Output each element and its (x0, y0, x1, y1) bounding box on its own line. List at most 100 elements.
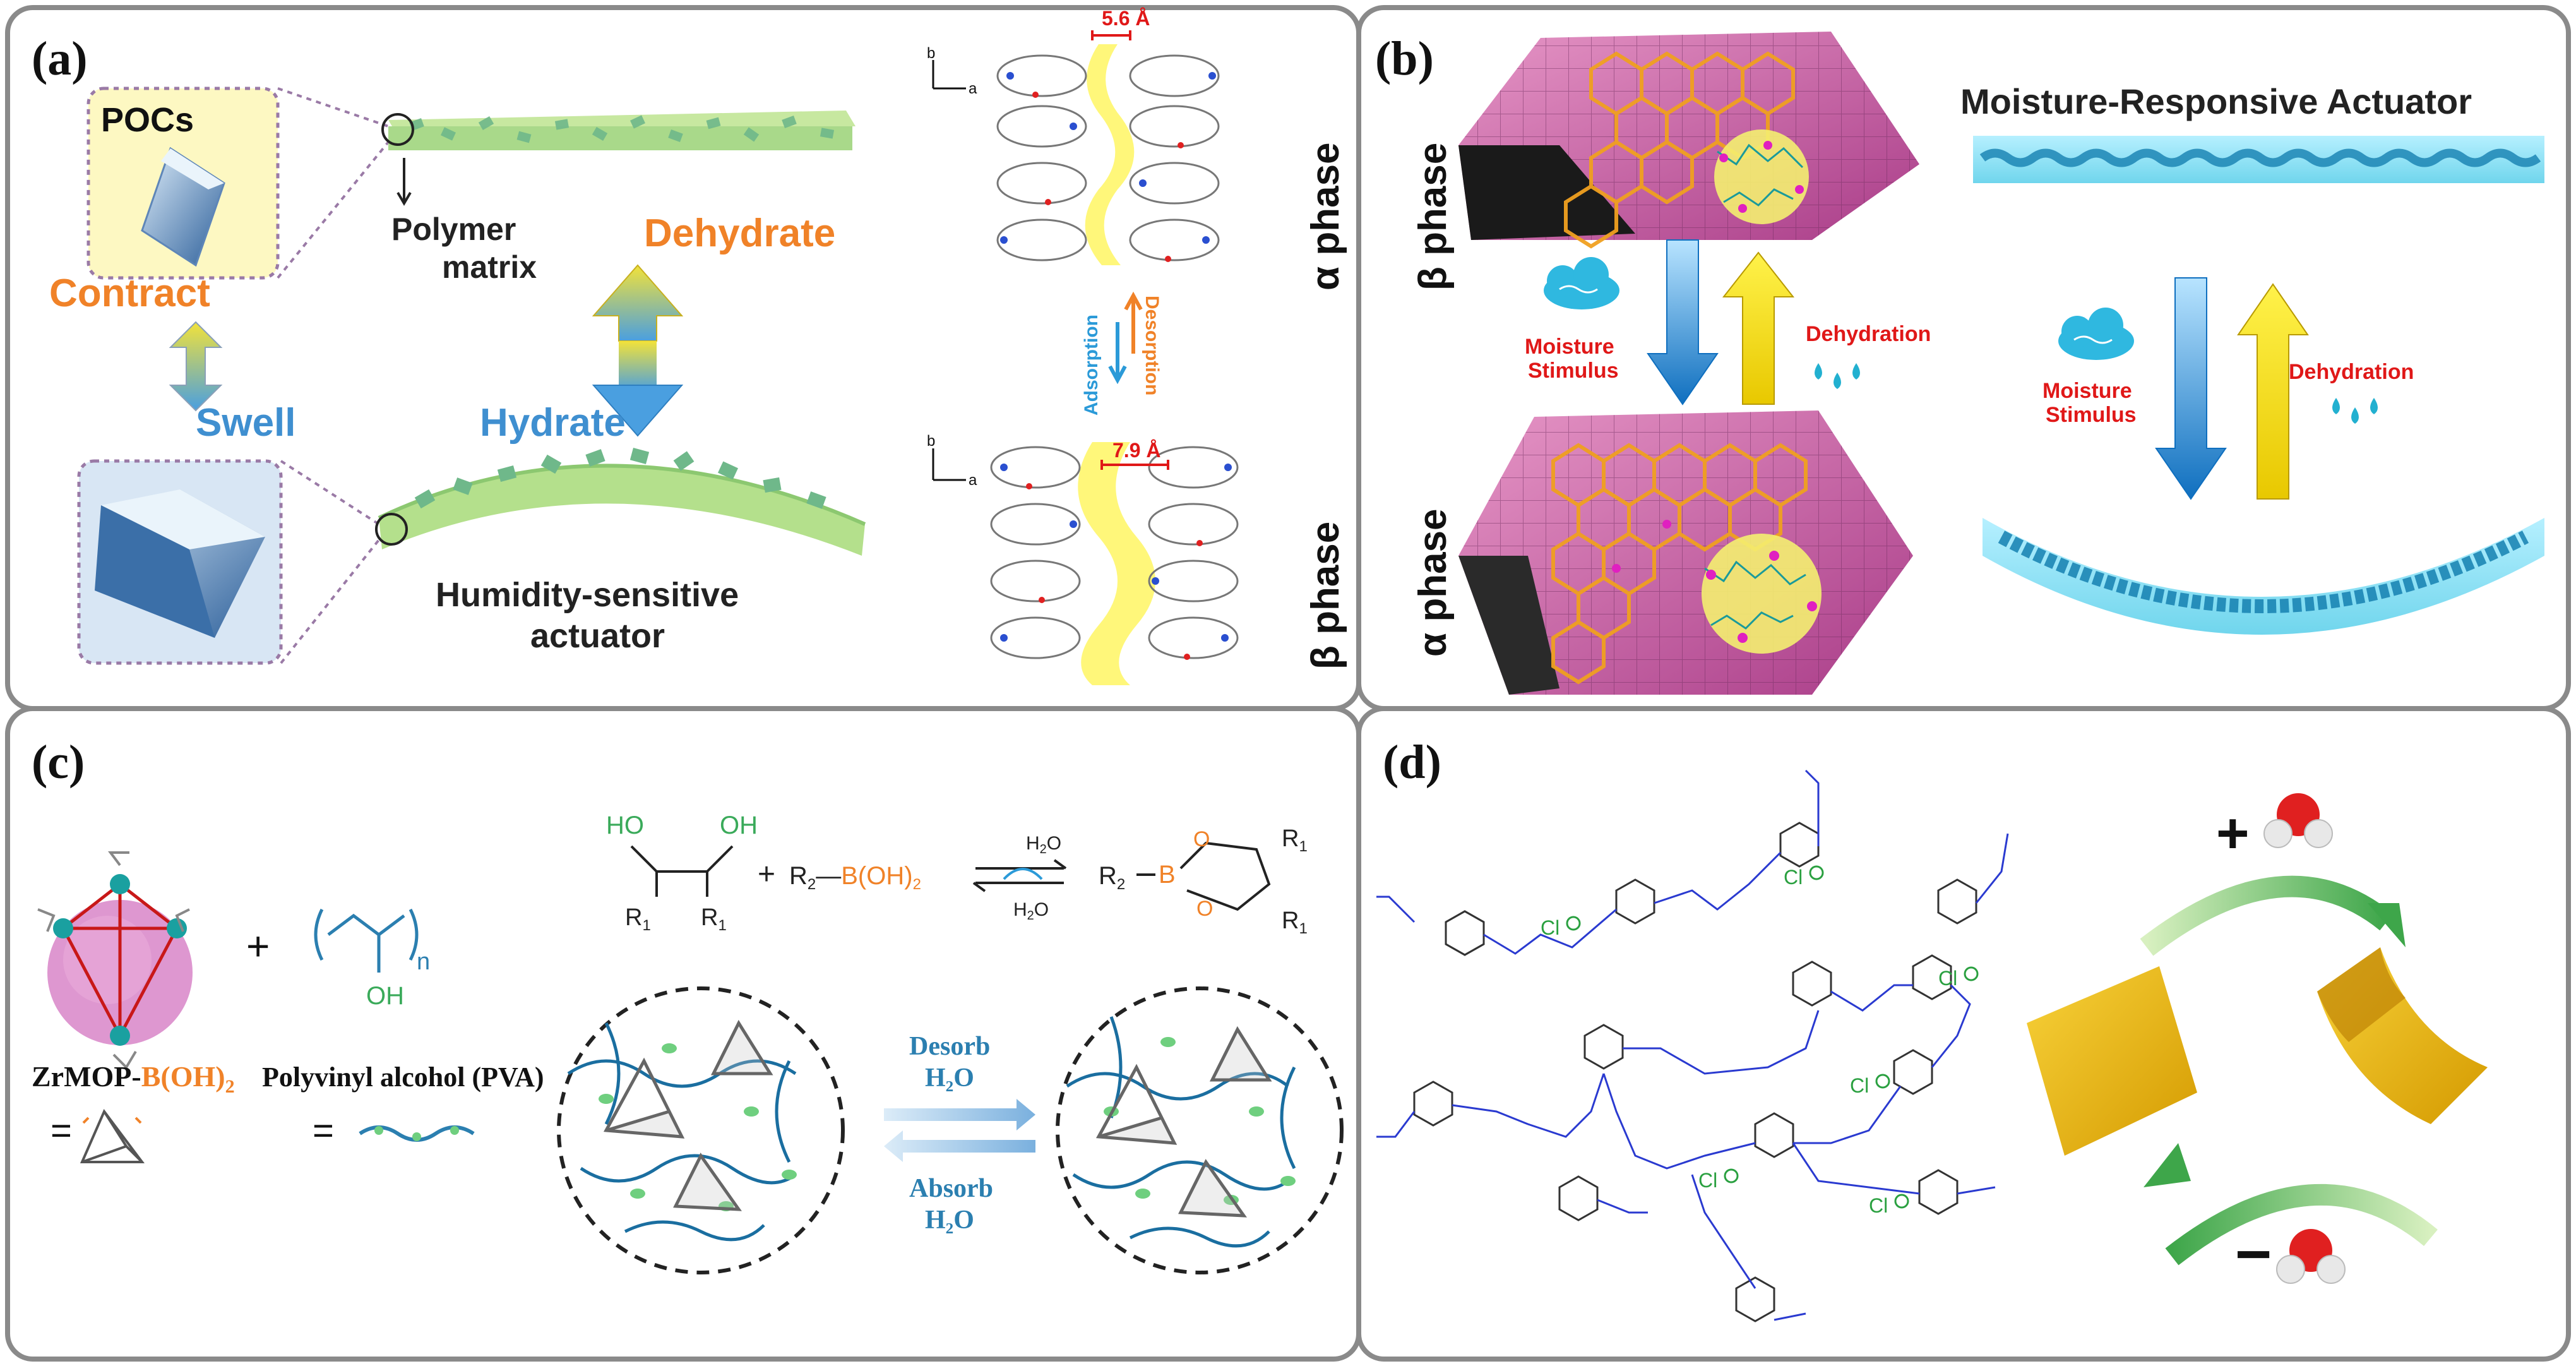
polymer-label-2: matrix (442, 249, 537, 285)
dist-bottom: 7.9 Å (1112, 439, 1160, 462)
pointer-arrow (397, 158, 412, 206)
actuator-arrows: Moisture Stimulus Dehydration (2042, 277, 2414, 500)
pocs-zoom-lines (277, 87, 390, 279)
double-arrow-hydrate (592, 264, 684, 437)
water-drops-right (2332, 398, 2378, 424)
actuator-label-2: actuator (530, 617, 665, 655)
phase-switch-arrows: Moisture Stimulus Dehydration (1525, 239, 1931, 405)
small-double-arrow (169, 321, 223, 412)
dehydrate-label: Dehydrate (644, 212, 835, 255)
desorb-absorb-arrows: Desorb H₂O Absorb H₂O (884, 1032, 1035, 1235)
dehydration-label-r: Dehydration (2289, 360, 2414, 384)
bent-actuator (1983, 518, 2544, 635)
polymer-label-1: Polymer (391, 212, 516, 247)
water-molecule-icon-bottom (2276, 1229, 2346, 1284)
hydrate-label: Hydrate (480, 401, 626, 445)
cycle-arrow-bottom (2165, 1183, 2438, 1266)
beta-phase-label-b: β phase (1411, 143, 1455, 291)
water-drops-left (1815, 363, 1860, 389)
cl-2: Cl (1784, 866, 1803, 889)
boron-b: B (1159, 861, 1176, 889)
dist-top: 5.6 Å (1102, 7, 1150, 30)
chloride-ions: Cl Cl Cl Cl Cl Cl (1541, 865, 1979, 1217)
flat-sheet (2027, 966, 2197, 1156)
cof-linkers (1376, 769, 2009, 1321)
network-circle-right (1056, 986, 1344, 1274)
pva-structure: n OH (314, 908, 430, 1010)
panel-c-frame (5, 706, 1361, 1362)
panel-a-label: (a) (32, 32, 88, 85)
network-circle-left (557, 986, 845, 1274)
panel-c-label: (c) (32, 736, 85, 789)
cl-4: Cl (1850, 1074, 1869, 1097)
pocs-label: POCs (101, 101, 194, 139)
axis-a-top: a (969, 80, 977, 97)
absorb-h2o: H₂O (925, 1206, 974, 1235)
moisture-label-r2: Stimulus (2046, 403, 2137, 427)
large-crystal-icon (95, 489, 265, 638)
axis-b-top: b (927, 45, 935, 62)
diol-oh: OH (720, 812, 758, 839)
diol-r1b: R1 (701, 904, 727, 934)
cycle-arrow-top (2140, 875, 2394, 956)
pva-n: n (417, 949, 430, 975)
r2-boh2: R2—B(OH)2 (789, 862, 921, 893)
plus-c: + (246, 923, 270, 969)
desorb-label: Desorb (909, 1032, 990, 1061)
ring-o2: O (1196, 897, 1213, 921)
diol-r1a: R1 (625, 904, 651, 934)
h2o-top: H2O (1026, 833, 1061, 856)
desorb-h2o: H₂O (925, 1063, 974, 1093)
adsorption-label: Adsorption (1081, 315, 1102, 416)
panel-c: (c) + ZrMOP-B(OH)2 = (32, 736, 1344, 1274)
mra-title: Moisture-Responsive Actuator (1960, 81, 2472, 121)
pva-label: Polyvinyl alcohol (PVA) (262, 1062, 544, 1093)
swell-label: Swell (196, 401, 296, 445)
boronate-reaction: HO OH R1 R1 + R2—B(OH)2 H2O H2O R2 B O O… (606, 812, 1308, 937)
crystal-packing-alpha: b a 5.6 Å (927, 7, 1220, 265)
alpha-phase-label-b: α phase (1411, 508, 1455, 657)
water-molecule-icon-top (2263, 793, 2333, 848)
moisture-label-r1: Moisture (2042, 379, 2132, 403)
axis-a-bottom: a (969, 472, 977, 489)
contract-label: Contract (49, 272, 210, 315)
cl-5: Cl (1698, 1169, 1717, 1192)
panel-d-label: (d) (1383, 736, 1441, 789)
actuator-label-1: Humidity-sensitive (436, 576, 739, 614)
eq-pva: = (313, 1110, 334, 1151)
ring-o1: O (1193, 827, 1210, 851)
crystal-alpha-bottom (1458, 410, 1913, 695)
zrmop-label: ZrMOP-B(OH)2 (32, 1060, 235, 1097)
h2o-bottom: H2O (1013, 899, 1049, 923)
cloud-icon-left (1544, 257, 1619, 309)
pva-oh: OH (366, 982, 404, 1010)
moisture-label-2: Stimulus (1528, 359, 1619, 383)
flat-film (381, 111, 856, 150)
axis-b-bottom: b (927, 433, 935, 450)
absorb-label: Absorb (909, 1174, 993, 1203)
cl-6: Cl (1869, 1194, 1888, 1217)
cloud-icon-right (2058, 308, 2134, 360)
moisture-label-1: Moisture (1525, 335, 1614, 359)
panel-b: (b) β phase α phase (1375, 32, 2544, 695)
dehydration-label: Dehydration (1806, 322, 1931, 346)
ad-desorption-arrows: Desorption Adsorption (1081, 291, 1162, 416)
cof-network (1413, 822, 1977, 1322)
product-r1b: R1 (1282, 908, 1308, 937)
crystal-packing-beta: b a 7.9 Å (927, 433, 1239, 685)
cl-1: Cl (1541, 916, 1559, 939)
plus-water: + (2216, 802, 2250, 865)
beta-phase-label-a: β phase (1304, 522, 1347, 669)
minus-water: − (2235, 1219, 2272, 1290)
small-crystal-icon (141, 147, 225, 267)
alpha-phase-label-a: α phase (1304, 142, 1347, 291)
product-r2: R2 (1099, 862, 1125, 893)
panel-d: (d) (1376, 736, 2488, 1322)
crystal-beta-top (1458, 32, 1919, 249)
panel-b-label: (b) (1375, 32, 1434, 85)
desorption-label: Desorption (1142, 296, 1162, 395)
flat-actuator (1973, 136, 2544, 183)
tetrahedron-icon (80, 1109, 145, 1163)
diol-ho: HO (606, 812, 644, 839)
